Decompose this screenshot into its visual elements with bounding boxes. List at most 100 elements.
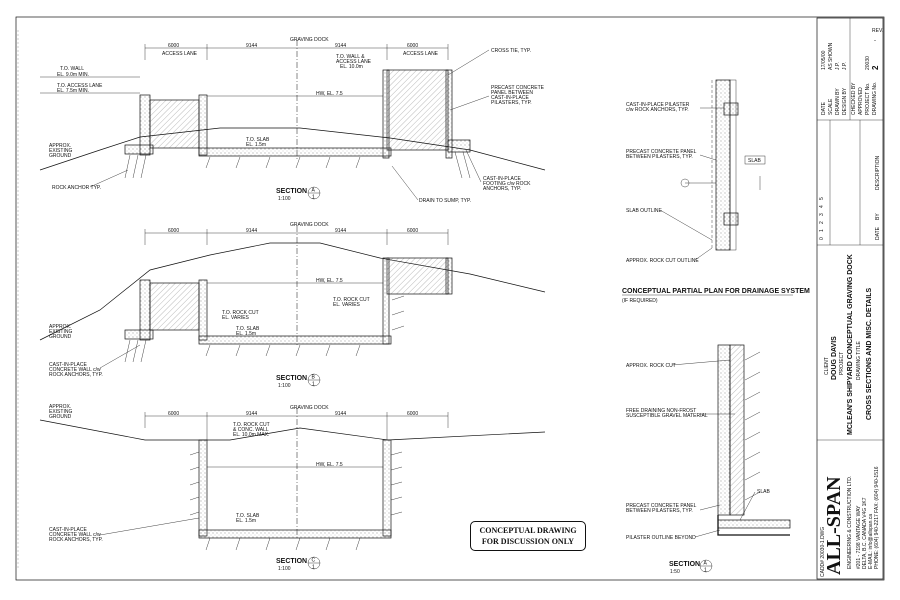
section-c-to-slab-el: EL. 1.5m	[236, 518, 256, 524]
section-c-centerline-label: GRAVING DOCK	[290, 405, 329, 411]
tb-project-label: PROJECT	[839, 352, 845, 375]
section-c-ground-1: APPROX.	[49, 404, 71, 410]
section-c-dim-1: 6000	[168, 411, 179, 417]
section-b-dim-1: 6000	[168, 228, 179, 234]
plan-precast-2: BETWEEN PILASTERS, TYP.	[626, 154, 693, 160]
concept-note: CONCEPTUAL DRAWING FOR DISCUSSION ONLY	[470, 521, 586, 551]
section-a-footing-3: ANCHORS, TYP.	[483, 186, 521, 192]
section-a2-pilaster-outline: PILASTER OUTLINE BEYOND	[626, 535, 696, 541]
section-a-centerline-label: GRAVING DOCK	[290, 37, 329, 43]
section-c-dim-2: 9144	[246, 411, 257, 417]
tb-approved-label: APPROVED	[858, 87, 864, 115]
section-c-letter: C	[312, 558, 316, 564]
tb-rev-label: REV.	[872, 28, 883, 34]
section-a-dim-4: 6000	[407, 43, 418, 49]
section-a-footing-1: CAST-IN-PLACE	[483, 176, 521, 182]
plan-precast-1: PRECAST CONCRETE PANEL	[626, 149, 697, 155]
section-b-sheet: 1	[312, 382, 315, 388]
section-a2-slab: SLAB	[757, 489, 770, 495]
tb-scale-label: SCALE	[828, 98, 834, 115]
section-a2-rock-cut: APPROX. ROCK CUT	[626, 363, 676, 369]
section-c-wall-3: ROCK ANCHORS, TYP.	[49, 537, 103, 543]
section-a-hw: HW, EL. 7.5	[316, 91, 343, 97]
tb-company: ALL-SPAN	[823, 476, 845, 575]
section-c-ground-3: GROUND	[49, 414, 72, 420]
section-b-wall-1: CAST-IN-PLACE	[49, 362, 87, 368]
concept-note-line-2: FOR DISCUSSION ONLY	[481, 537, 575, 546]
tb-drawing-title: CROSS SECTIONS AND MISC. DETAILS	[866, 287, 873, 420]
section-a-precast-4: PILASTERS, TYP.	[491, 100, 532, 106]
section-a-scale: 1:100	[278, 196, 291, 202]
section-a-to-wall-left: T.O. WALL	[60, 66, 84, 72]
section-a-sheet: 1	[312, 195, 315, 201]
tb-rev-col-by: BY	[875, 213, 881, 220]
concept-note-line-1: CONCEPTUAL DRAWING	[479, 526, 577, 535]
tb-address-1: #201 - 7198 VANTAGE WAY	[856, 505, 862, 569]
tb-address-2: DELTA, B.C. CANADA V4G 1K7	[862, 497, 868, 569]
tb-drawn-label: DRAWN BY	[835, 88, 841, 115]
section-b-rock-cut-right: T.O. ROCK CUT	[333, 297, 370, 303]
section-b-to-slab-el: EL. 1.5m	[236, 331, 256, 337]
section-c-rock-cut-2: & CONC. WALL	[233, 427, 269, 433]
tb-project: MCLEAN'S SHIPYARD CONCEPTUAL GRAVING DOC…	[847, 254, 854, 435]
section-b-rock-cut-right-el: EL. VARIES	[333, 302, 361, 308]
tb-design-value: J.P.	[842, 62, 848, 70]
section-b-title: SECTION	[276, 375, 307, 382]
plan-subtitle: (IF REQUIRED)	[622, 298, 658, 304]
section-a-dim-3: 9144	[335, 43, 346, 49]
section-b-dim-4: 6000	[407, 228, 418, 234]
section-c-title: SECTION	[276, 558, 307, 565]
section-c-sheet: 1	[312, 565, 315, 571]
section-a-footing-2: FOOTING c/w ROCK	[483, 181, 531, 187]
tb-project-no-value: 20030	[865, 56, 871, 70]
plan-rock-cut-outline: APPROX. ROCK CUT OUTLINE	[626, 258, 699, 264]
section-b-wall-2: CONCRETE WALL c/w	[49, 367, 101, 373]
plan-slab-outline: SLAB OUTLINE	[626, 208, 663, 214]
section-a-to-wall-left-el: EL. 9.0m MIN.	[57, 72, 89, 78]
section-a-title: SECTION	[276, 188, 307, 195]
section-a-to-access-lane: T.O. ACCESS LANE	[57, 83, 103, 89]
section-a-to-wall-right: T.O. WALL &	[336, 54, 365, 60]
section-c-wall-2: CONCRETE WALL c/w	[49, 532, 101, 538]
section-a-access-lane-right: ACCESS LANE	[403, 51, 439, 57]
tb-project-no-label: PROJECT No.	[865, 83, 871, 115]
section-b-wall-3: ROCK ANCHORS, TYP.	[49, 372, 103, 378]
section-b-rock-cut-left: T.O. ROCK CUT	[222, 310, 259, 316]
tb-client: DOUG DAVIS	[831, 336, 838, 380]
section-a-ground-2: EXISTING	[49, 148, 72, 154]
tb-rev-row-4: 4	[819, 205, 825, 208]
section-a-cross-tie: CROSS TIE, TYP.	[491, 48, 531, 54]
tb-design-label: DESIGN BY	[842, 87, 848, 115]
plan-pilaster-1: CAST-IN-PLACE PILASTER	[626, 102, 690, 108]
section-a2-title: SECTION	[669, 561, 700, 568]
section-a-precast-2: PANEL BETWEEN	[491, 90, 533, 96]
section-c-dim-4: 6000	[407, 411, 418, 417]
section-a2-free-draining-1: FREE DRAINING NON-FROST	[626, 408, 696, 414]
sheet-border	[15, 16, 885, 581]
section-c-dim-3: 9144	[335, 411, 346, 417]
section-a-dim-2: 9144	[246, 43, 257, 49]
section-c-scale: 1:100	[278, 566, 291, 572]
plan-title: CONCEPTUAL PARTIAL PLAN FOR DRAINAGE SYS…	[622, 288, 810, 295]
plan-pilaster-2: c/w ROCK ANCHORS, TYP.	[626, 107, 689, 113]
section-a2-drawing: APPROX. ROCK CUT FREE DRAINING NON-FROST…	[626, 344, 791, 575]
section-c-drawing: GRAVING DOCK 6000 9144 9144 6000 HW, EL.…	[39, 404, 546, 572]
section-b-hw: HW, EL. 7.5	[316, 278, 343, 284]
section-c-hw: HW, EL. 7.5	[316, 462, 343, 468]
section-a-to-wall-right-2: ACCESS LANE	[336, 59, 372, 65]
tb-phone: PHONE: (604) 940-2217 FAX: (604) 940-151…	[874, 466, 880, 569]
section-a-precast-1: PRECAST CONCRETE	[491, 85, 545, 91]
section-c-ground-2: EXISTING	[49, 409, 72, 415]
section-a2-scale: 1:50	[670, 569, 680, 575]
section-b-ground-3: GROUND	[49, 334, 72, 340]
section-b-dim-3: 9144	[335, 228, 346, 234]
section-a2-letter: A	[704, 561, 708, 567]
tb-rev-row-2: 2	[819, 221, 825, 224]
section-a-precast-3: CAST-IN-PLACE	[491, 95, 529, 101]
section-a2-free-draining-2: SUSCEPTIBLE GRAVEL MATERIAL	[626, 413, 708, 419]
tb-footer: CADD# 20030-1.DWG	[820, 527, 826, 577]
section-b-ground-2: EXISTING	[49, 329, 72, 335]
section-a-letter: A	[312, 188, 316, 194]
tb-rev-col-date: DATE	[875, 226, 881, 240]
tb-rev-row-5: 5	[819, 197, 825, 200]
